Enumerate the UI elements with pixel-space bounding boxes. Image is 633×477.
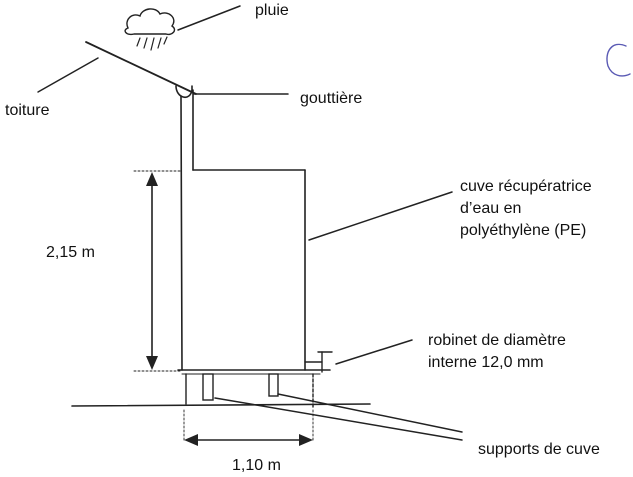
supports-leader-line-1 bbox=[214, 397, 463, 441]
gutter bbox=[175, 85, 193, 98]
height-arrow-down bbox=[146, 356, 158, 370]
height-arrow-up bbox=[146, 172, 158, 186]
tap-label-line1: robinet de diamètre bbox=[428, 332, 566, 349]
width-label: 1,10 m bbox=[232, 457, 281, 474]
width-arrow-left bbox=[184, 434, 198, 446]
tank-supports bbox=[185, 373, 314, 409]
downpipe-left bbox=[180, 95, 183, 371]
tank-label-line2: d’eau en bbox=[460, 200, 522, 217]
rain-leader-line bbox=[177, 5, 241, 31]
ground-line bbox=[71, 403, 371, 407]
width-arrow-right bbox=[299, 434, 313, 446]
height-label: 2,15 m bbox=[46, 244, 95, 261]
tank-label-line3: polyéthylène (PE) bbox=[460, 222, 587, 239]
tap-label-line2: interne 12,0 mm bbox=[428, 354, 544, 371]
tap-leader-line bbox=[335, 339, 413, 365]
gutter-label: gouttière bbox=[300, 90, 363, 107]
roof-line bbox=[85, 41, 197, 95]
roof-label: toiture bbox=[5, 102, 50, 119]
tank-label-line1: cuve récupératrice bbox=[460, 178, 592, 195]
roof-leader-line bbox=[37, 57, 99, 93]
rain-label: pluie bbox=[255, 2, 289, 19]
supports-label: supports de cuve bbox=[478, 441, 600, 458]
supports-leader-line-2 bbox=[277, 393, 463, 433]
corner-c-mark bbox=[606, 43, 631, 77]
tap-icon bbox=[304, 351, 333, 373]
rain-cloud-icon bbox=[124, 8, 176, 51]
tank-leader-line bbox=[308, 191, 453, 241]
